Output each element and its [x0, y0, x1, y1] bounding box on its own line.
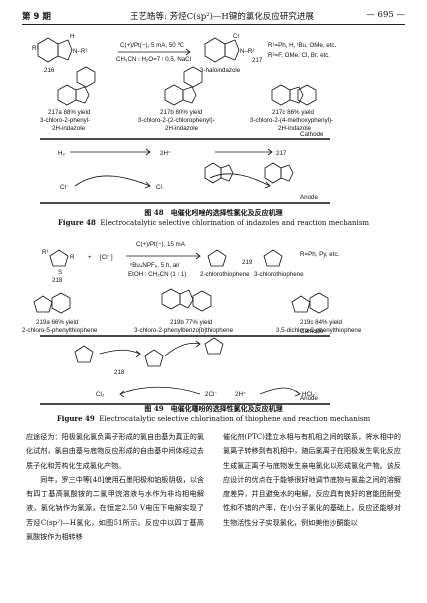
page-number: — 695 —: [366, 10, 405, 20]
figure-48-caption-cn: 图 48 电催化吲唑的选择性氯化及反应机理: [144, 208, 283, 217]
body-column-left: 应途径为：阳极氯化氯负离子形成的氯自由基为真正的氯化试剂，氯自由基与底物反应形成…: [26, 430, 204, 544]
figure-49-caption-cn: 图 49 电催化噻吩的选择性氯化及反应机理: [144, 404, 283, 413]
chloride-source: [Cl⁻]: [100, 254, 113, 261]
example-219b-name: 3-chloro-2-phenylbenzo[b]thiophene: [134, 327, 234, 334]
example-217c-name1: 3-chloro-2-(4-methoxyphenyl)-: [250, 117, 333, 124]
product-2-chlorothiophene: 2-chlorothiophene: [200, 271, 250, 278]
running-title: 王艺皓等: 芳烃C(sp²)—H键的氯化反应研究进展: [130, 12, 314, 22]
example-219b-yield: 219b 77% yield: [170, 319, 213, 326]
example-217b-name1: 3-chloro-2-(2-chlorophenyl)-: [138, 117, 215, 124]
svg-text:R: R: [70, 254, 75, 261]
figure-49-number: Figure 49: [56, 414, 95, 423]
page-header: 第 9 期 王艺皓等: 芳烃C(sp²)—H键的氯化反应研究进展 — 695 —: [0, 0, 427, 28]
product-219-label: 219: [242, 259, 253, 266]
body-left-paragraph-2: 同年，罗三中等[48]使用石墨阳极和铂板阴极，以含有四丁基高氯酸铵的二氯甲烷溶液…: [26, 474, 204, 542]
example-217a-name1: 3-chloro-2-phenyl-: [40, 117, 90, 124]
hcl2-label: HCl₂⁻: [302, 391, 318, 398]
h2-label: H₂: [58, 150, 65, 157]
reactant-218-label: 218: [52, 277, 63, 284]
figure-48-number: Figure 48: [57, 218, 96, 227]
svg-text:N–R²: N–R²: [73, 48, 87, 55]
svg-text:R¹: R¹: [42, 249, 49, 256]
reactant-216-label: 216: [44, 67, 55, 74]
scheme-49-figure: R¹ S R 218 + [Cl⁻] C(+)/Pt(−), 15 mA ⁿBu…: [22, 241, 362, 405]
figure-48-caption-en: Electrocatalytic selective chlorination …: [100, 219, 370, 227]
figure-48-caption: 图 48 电催化吲唑的选择性氯化及反应机理 Figure 48 Electroc…: [0, 208, 427, 228]
s49-condition-1: C(+)/Pt(−), 15 mA: [136, 241, 186, 248]
product-217-mech-label: 217: [276, 150, 287, 157]
example-217b-yield: 217b 80% yield: [160, 109, 203, 116]
example-217b-name2: 2H-indazole: [165, 125, 199, 132]
svg-text:H: H: [70, 33, 74, 40]
cl-minus-label: Cl⁻: [60, 184, 69, 191]
mech-218-label: 218: [114, 369, 125, 376]
product-name-haloindazole: 3-haloindazole: [200, 67, 241, 74]
scheme-48-figure: R¹ H N–R² 216 C(+)/Pt(−), 5 mA, 50 ℃ CH₃…: [32, 33, 337, 204]
svg-text:N–R²: N–R²: [240, 48, 254, 55]
example-219a-name: 2-chloro-5-phenylthiophene: [22, 327, 98, 334]
example-219c-name: 3,5-dichloro-2-phenylthiophene: [276, 327, 362, 334]
s49-condition-2: ⁿBu₄NPF₆, 5 h, air: [130, 262, 180, 269]
example-219a-yield: 219a 66% yield: [36, 319, 79, 326]
s48-substituents-r1: R¹=Ph, H, ᵗBu, OMe, etc.: [268, 42, 337, 49]
anode-label-48: Anode: [300, 194, 318, 201]
plus-sign: +: [88, 254, 92, 261]
two-h-plus-49-label: 2H⁺: [235, 391, 246, 398]
anode-label-49: Anode: [300, 395, 318, 402]
cl2-label: Cl₂: [96, 391, 105, 398]
s48-substituents-r2: R²=F, OMe, Cl, Br, etc.: [268, 52, 330, 59]
cathode-label-48: Cathode: [300, 131, 324, 138]
cl-radical-label: Cl·: [156, 184, 164, 191]
example-217c-yield: 217c 86% yield: [272, 109, 315, 116]
example-217a-name2: 2H-indazole: [52, 125, 86, 132]
body-column-right: 催化剂(PTC)建立水相与有机相之间的联系，将水相中的氯离子转移到有机相中，随后…: [223, 430, 401, 530]
body-right-paragraph-1: 催化剂(PTC)建立水相与有机相之间的联系，将水相中的氯离子转移到有机相中，随后…: [223, 432, 401, 527]
s49-condition-3: EtOH ∶ CH₃CN (1 ∶ 1): [128, 271, 186, 278]
svg-text:R¹: R¹: [32, 45, 39, 52]
example-219c-yield: 219c 84% yield: [300, 319, 343, 326]
header-rule: [22, 24, 405, 25]
product-217-label: 217: [252, 57, 263, 64]
s48-condition-1: C(+)/Pt(−), 5 mA, 50 ℃: [120, 42, 184, 49]
figure-49-caption-en: Electrocatalytic selective chlorination …: [99, 415, 371, 423]
two-h-plus-label: 2H⁺: [160, 150, 171, 157]
figure-49-caption: 图 49 电催化噻吩的选择性氯化及反应机理 Figure 49 Electroc…: [0, 404, 427, 424]
example-217a-yield: 217a 88% yield: [48, 109, 91, 116]
svg-text:S: S: [58, 269, 62, 276]
example-217c-name2: 2H-indazole: [278, 125, 312, 132]
cathode-label-49: Cathode: [300, 328, 324, 335]
two-cl-minus-label: 2Cl⁻: [205, 391, 218, 398]
body-left-paragraph-1: 应途径为：阳极氯化氯负离子形成的氯自由基为真正的氯化试剂，氯自由基与底物反应形成…: [26, 432, 204, 470]
svg-text:Cl: Cl: [233, 33, 239, 40]
s49-substituents: R=Ph, Py, etc.: [300, 251, 340, 258]
issue-number: 第 9 期: [22, 12, 51, 22]
product-3-chlorothiophene: 3-chlorothiophene: [254, 271, 304, 278]
s48-condition-2: CH₃CN ∶ H₂O=7 ∶ 0.5, NaCl: [116, 56, 191, 63]
